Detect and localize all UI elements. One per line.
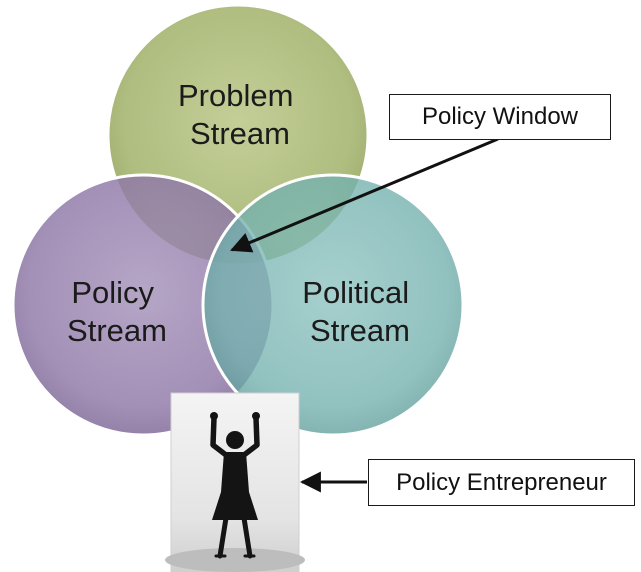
problem-stream-label: Problem Stream: [178, 78, 302, 151]
problem-stream-label-line2: Stream: [190, 116, 290, 151]
policy-window-label: Policy Window: [421, 103, 579, 130]
policy-entrepreneur-photo: [165, 392, 305, 572]
raised-arms-person-silhouette-icon: [210, 412, 260, 559]
political-stream-label: Political Stream: [302, 275, 417, 348]
policy-stream-label: Policy Stream: [67, 275, 167, 348]
policy-stream-label-line2: Stream: [67, 313, 167, 348]
policy-window-arrow: [230, 137, 499, 253]
policy-entrepreneur-label: Policy Entrepreneur: [396, 468, 607, 496]
policy-window-callout: Policy Window: [389, 94, 611, 140]
policy-entrepreneur-callout: Policy Entrepreneur: [368, 459, 635, 506]
policy-stream-label-line1: Policy: [71, 275, 154, 310]
political-stream-label-line1: Political: [302, 275, 409, 310]
problem-stream-label-line1: Problem: [178, 78, 293, 113]
political-stream-circle: [201, 173, 465, 437]
political-stream-label-line2: Stream: [310, 313, 410, 348]
